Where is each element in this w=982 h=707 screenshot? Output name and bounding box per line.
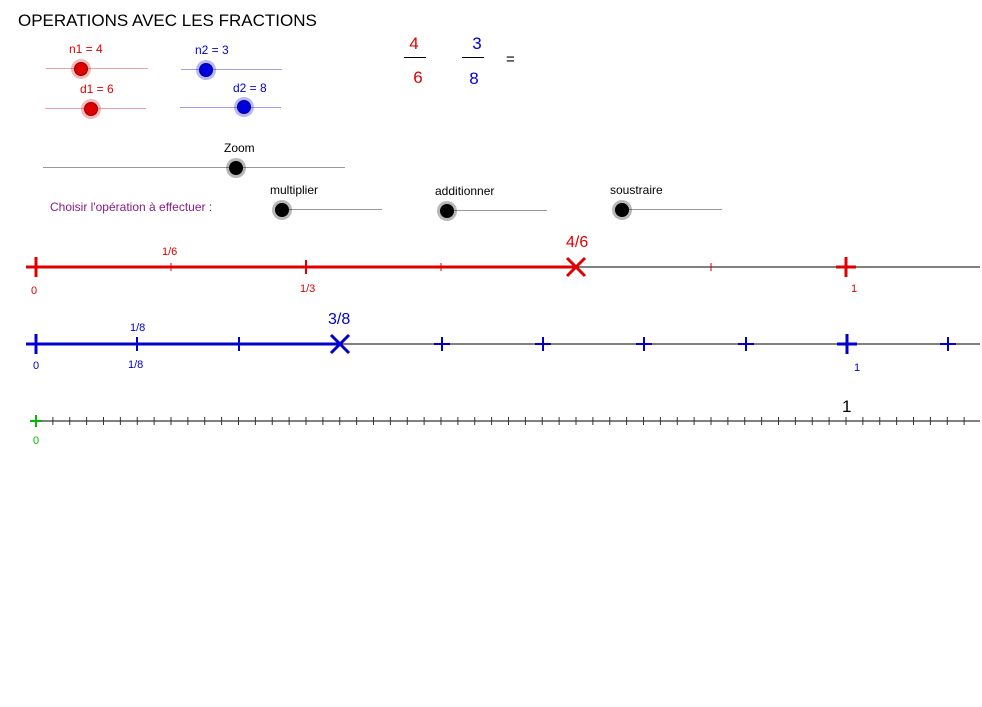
- fraction2-bar: [462, 57, 484, 58]
- slider-d2-label: d2 = 8: [233, 81, 267, 95]
- number-line-3: 0 1: [30, 397, 980, 447]
- number-line-1-zero-label: 0: [31, 285, 37, 297]
- subtract-slider-handle[interactable]: [612, 200, 632, 220]
- number-line-1-third-label: 1/3: [300, 283, 315, 295]
- add-label: additionner: [435, 184, 495, 198]
- number-line-1-one-label: 1: [851, 283, 857, 295]
- number-line-2-eighth-label-lower: 1/8: [128, 359, 143, 371]
- number-line-2-eighth-label-upper: 1/8: [130, 322, 145, 334]
- subtract-slider-track[interactable]: [615, 209, 722, 210]
- number-line-1-sixth-label: 1/6: [162, 246, 177, 258]
- slider-d1-label: d1 = 6: [80, 82, 114, 96]
- operation-prompt: Choisir l'opération à effectuer :: [50, 200, 213, 214]
- zoom-slider-handle[interactable]: [226, 158, 246, 178]
- fraction1-denominator: 6: [413, 68, 423, 87]
- number-line-2-one-label: 1: [854, 362, 860, 374]
- number-line-1-point-label: 4/6: [566, 234, 588, 251]
- slider-n2-track[interactable]: [181, 69, 282, 70]
- slider-d2-handle[interactable]: [234, 97, 254, 117]
- number-line-2-point-marker: [329, 333, 351, 355]
- slider-n1-track[interactable]: [46, 68, 148, 69]
- number-line-1: 0 1 1/6 1/3 4/6: [26, 234, 980, 297]
- multiply-slider-track[interactable]: [275, 209, 382, 210]
- slider-n1-label: n1 = 4: [69, 42, 103, 56]
- number-line-2-point-label: 3/8: [328, 311, 350, 328]
- slider-n2-handle[interactable]: [196, 60, 216, 80]
- number-line-1-point-marker: [565, 256, 587, 278]
- number-line-3-one-label: 1: [842, 397, 851, 416]
- page-title: OPERATIONS AVEC LES FRACTIONS: [18, 11, 317, 30]
- fraction1-numerator: 4: [409, 34, 419, 53]
- zoom-label: Zoom: [224, 141, 255, 155]
- multiply-label: multiplier: [270, 183, 319, 197]
- equals-sign: =: [506, 51, 515, 68]
- number-line-2-zero-label: 0: [33, 360, 39, 372]
- slider-n2-label: n2 = 3: [195, 43, 229, 57]
- number-line-2: 0 1 1/8 1/8 3/8: [26, 311, 980, 374]
- zoom-slider-track[interactable]: [43, 167, 345, 168]
- slider-n1-handle[interactable]: [71, 59, 91, 79]
- fraction2-denominator: 8: [469, 69, 479, 88]
- slider-d2-track[interactable]: [180, 107, 281, 108]
- add-slider-track[interactable]: [440, 210, 547, 211]
- add-slider-handle[interactable]: [437, 201, 457, 221]
- fraction1-bar: [404, 57, 426, 58]
- slider-d1-handle[interactable]: [81, 99, 101, 119]
- number-line-3-zero-label: 0: [33, 435, 39, 447]
- fraction2-numerator: 3: [472, 34, 482, 53]
- subtract-label: soustraire: [610, 183, 663, 197]
- multiply-slider-handle[interactable]: [272, 200, 292, 220]
